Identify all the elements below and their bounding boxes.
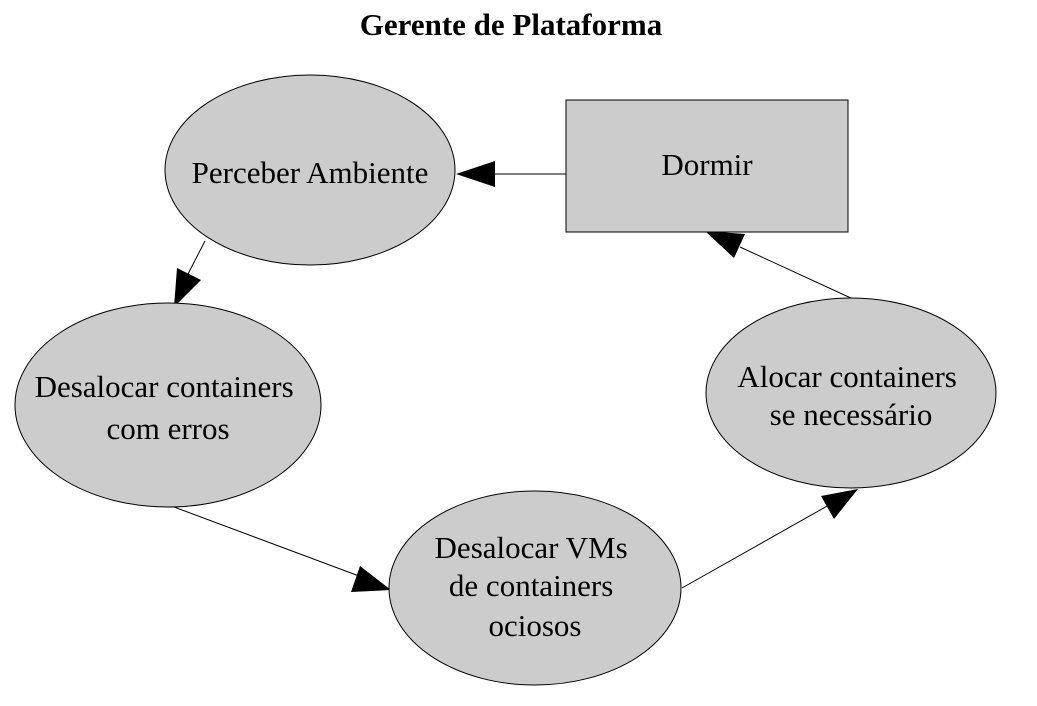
edge-line	[173, 506, 360, 577]
node-shape	[14, 302, 322, 508]
arrowhead-icon	[705, 231, 745, 258]
node-label: Perceber Ambiente	[192, 155, 429, 190]
arrowhead-icon	[456, 161, 495, 187]
edge-dormir-to-perceber	[456, 161, 566, 187]
node-shape	[164, 74, 456, 266]
diagram-title: Gerente de Plataforma	[360, 7, 663, 42]
arrowhead-icon	[351, 566, 391, 592]
arrowhead-icon	[821, 489, 858, 519]
node-shape	[705, 297, 997, 489]
node-label: Desalocar containers com erros	[35, 369, 302, 446]
edge-perceber-to-desalocar-containers	[174, 240, 206, 307]
node-desalocar-vms: Desalocar VMs de containers ociosos	[388, 490, 682, 686]
node-label: Dormir	[661, 147, 753, 182]
edge-alocar-to-dormir	[705, 231, 854, 300]
node-dormir: Dormir	[565, 99, 849, 233]
edge-line	[681, 504, 830, 589]
node-label: Desalocar VMs de containers ociosos	[435, 530, 636, 643]
node-desalocar-containers: Desalocar containers com erros	[14, 302, 322, 508]
node-shape	[565, 99, 849, 233]
node-shape	[388, 490, 682, 686]
edge-line	[187, 240, 206, 275]
edge-line	[739, 246, 854, 300]
edge-desalocar-containers-to-desalocar-vms	[173, 506, 391, 592]
node-label: Alocar containers se necessário	[737, 359, 964, 432]
arrowhead-icon	[174, 268, 201, 307]
node-alocar-containers: Alocar containers se necessário	[705, 297, 997, 489]
edge-desalocar-vms-to-alocar	[681, 489, 858, 589]
node-perceber-ambiente: Perceber Ambiente	[164, 74, 456, 266]
